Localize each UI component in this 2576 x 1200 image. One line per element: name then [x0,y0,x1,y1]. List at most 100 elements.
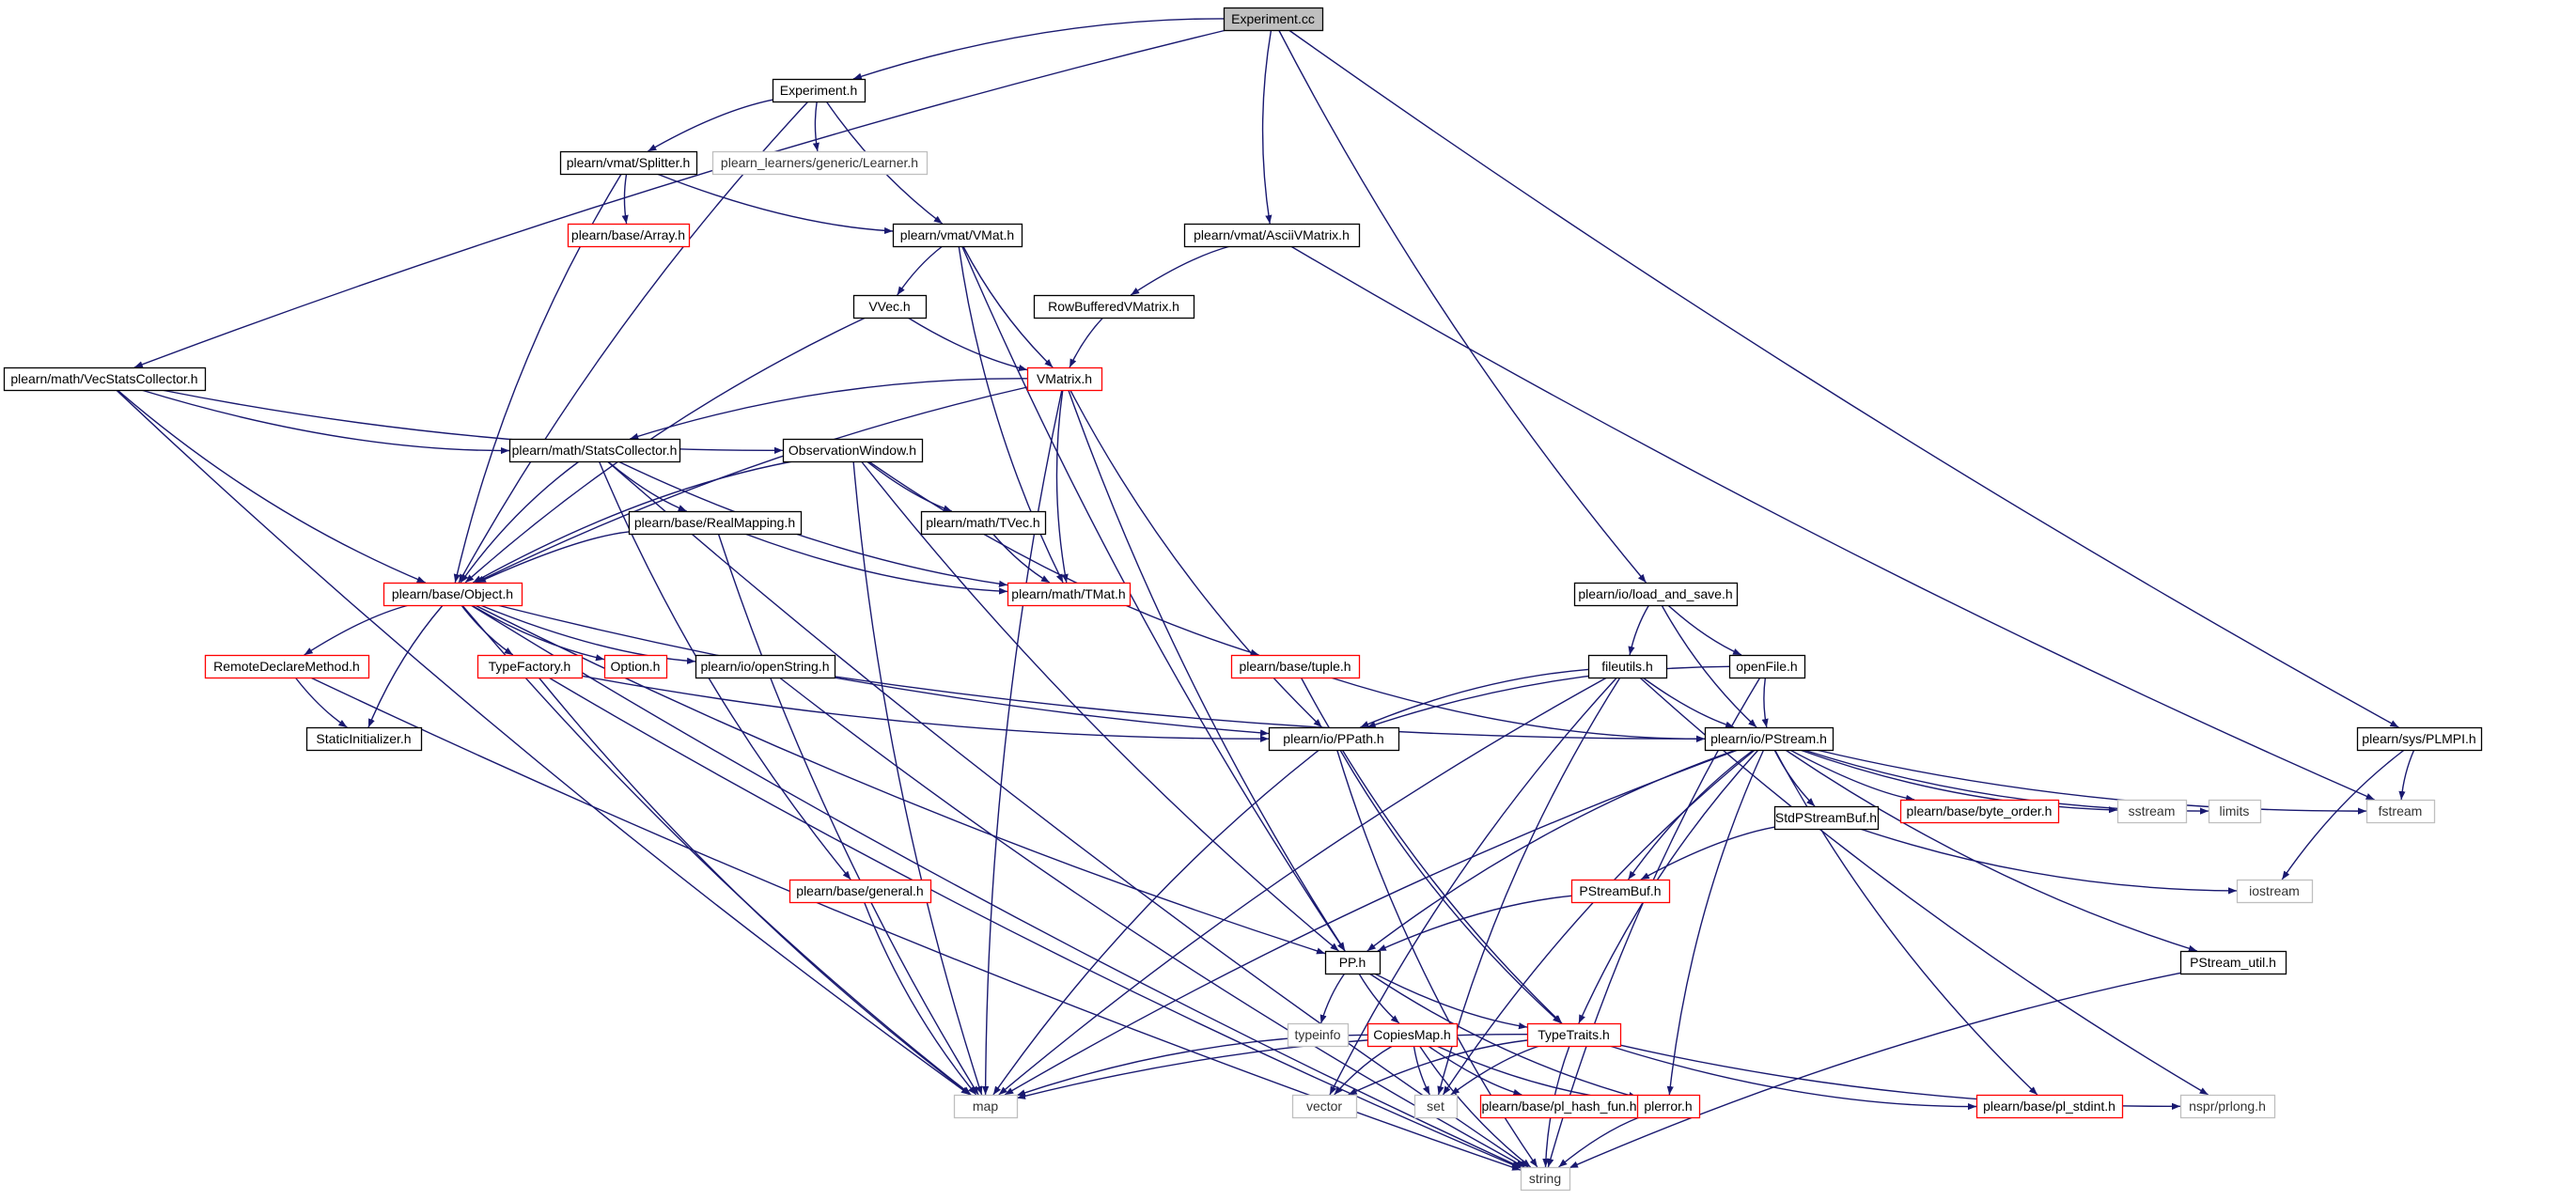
node-object-h[interactable]: plearn/base/Object.h [382,582,523,607]
node-label: string [1529,1171,1561,1186]
edge-copiesmap_h-to-plhashfun_h [1428,1045,1522,1096]
edge-splitter_h-to-vmat_h [656,173,894,235]
node-experiment-cc[interactable]: Experiment.cc [1223,7,1324,32]
edge-pstreambuf_h-to-pp_h [1377,895,1572,952]
edge-object_h-to-openstring_h [479,604,696,664]
node-plhashfun-h[interactable]: plearn/base/pl_hash_fun.h [1479,1094,1640,1119]
node-general-h[interactable]: plearn/base/general.h [788,879,932,904]
node-box [711,150,929,176]
node-box [1230,654,1361,679]
node-realmapping-h[interactable]: plearn/base/RealMapping.h [628,510,803,536]
node-label: plearn/io/PPath.h [1283,731,1383,746]
node-tmat-h[interactable]: plearn/math/TMat.h [1007,582,1132,607]
edge-pstream_h-to-pstreamutil_h [1785,749,2198,952]
node-box [603,654,668,679]
node-asciivmatrix-h[interactable]: plearn/vmat/AsciiVMatrix.h [1183,223,1361,248]
edge-pp_h-to-typeinfo [1319,973,1346,1024]
node-tuple-h[interactable]: plearn/base/tuple.h [1230,654,1361,679]
node-plmpi-h[interactable]: plearn/sys/PLMPI.h [2356,726,2483,752]
edge-experiment_cc-to-asciivmatrix_h [1261,29,1272,225]
node-label: plearn/math/TMat.h [1011,586,1125,601]
edge-pstream_h-to-fstream [1816,749,2367,815]
node-box [628,510,803,536]
node-label: plearn/vmat/Splitter.h [567,155,691,170]
node-vmat-h[interactable]: plearn/vmat/VMat.h [892,223,1023,248]
edge-pstream_h-to-plstdint_h [1773,749,2038,1096]
node-typetraits-h[interactable]: TypeTraits.h [1526,1022,1622,1048]
node-stdpstreambuf-h[interactable]: StdPStreamBuf.h [1773,805,1880,831]
node-box [1007,582,1132,607]
node-tvec-h[interactable]: plearn/math/TVec.h [920,510,1047,536]
node-label: plearn/io/PStream.h [1710,731,1827,746]
node-plstdint-h[interactable]: plearn/base/pl_stdint.h [1975,1094,2124,1119]
node-label: plearn/io/load_and_save.h [1578,586,1732,601]
node-statscollector-h[interactable]: plearn/math/StatsCollector.h [508,438,681,463]
node-typefactory-h[interactable]: TypeFactory.h [476,654,584,679]
node-pstreamutil-h[interactable]: PStream_util.h [2179,950,2287,975]
node-box [2208,799,2262,824]
edge-openfile_h-to-pstream_h [1761,677,1769,728]
node-byteorder-h[interactable]: plearn/base/byte_order.h [1899,799,2060,824]
edge-experiment_h-to-learner_h [812,101,820,152]
node-pstreambuf-h[interactable]: PStreamBuf.h [1570,879,1671,904]
edge-realmapping_h-to-map [717,533,979,1096]
node-vector: vector [1291,1094,1358,1119]
node-box [2365,799,2436,824]
node-label: plearn/base/general.h [796,883,923,898]
node-box [1026,366,1103,392]
node-box [1479,1094,1640,1119]
node-vvec-h[interactable]: VVec.h [852,294,928,319]
node-splitter-h[interactable]: plearn/vmat/Splitter.h [559,150,698,176]
edge-object_h-to-option_h [471,604,605,662]
node-ppath-h[interactable]: plearn/io/PPath.h [1268,726,1400,752]
node-box [892,223,1023,248]
node-option-h[interactable]: Option.h [603,654,668,679]
node-experiment-h[interactable]: Experiment.h [772,78,866,103]
node-copiesmap-h[interactable]: CopiesMap.h [1366,1022,1459,1048]
node-loadsave-h[interactable]: plearn/io/load_and_save.h [1573,582,1739,607]
edge-vmatrix_h-to-map [982,389,1063,1096]
node-box [1636,1094,1701,1119]
node-remotedeclare-h[interactable]: RemoteDeclareMethod.h [204,654,370,679]
node-vmatrix-h[interactable]: VMatrix.h [1026,366,1103,392]
node-obswindow-h[interactable]: ObservationWindow.h [782,438,924,463]
node-label: VMatrix.h [1037,371,1092,386]
node-pstream-h[interactable]: plearn/io/PStream.h [1704,726,1834,752]
node-box [559,150,698,176]
edge-asciivmatrix_h-to-rowbuffered_h [1130,245,1231,296]
edge-object_h-to-pp_h [475,604,1326,955]
edge-statscollector_h-to-realmapping_h [607,460,687,512]
node-limits: limits [2208,799,2262,824]
edge-plerror_h-to-string [1558,1116,1640,1168]
edge-openstring_h-to-pstream_h [834,676,1706,742]
node-label: plearn/base/RealMapping.h [634,515,795,530]
edge-ppath_h-to-map [992,749,1320,1096]
edge-obswindow_h-to-map [852,460,983,1096]
edge-pstream_h-to-plerror_h [1666,749,1765,1096]
edge-general_h-to-map [863,901,977,1096]
edge-vecstats_h-to-map [116,389,971,1096]
node-openstring-h[interactable]: plearn/io/openString.h [695,654,836,679]
node-plerror-h[interactable]: plerror.h [1636,1094,1701,1119]
node-rowbuffered-h[interactable]: RowBufferedVMatrix.h [1033,294,1195,319]
node-pp-h[interactable]: PP.h [1324,950,1382,975]
node-box [1704,726,1834,752]
node-box [1413,1094,1459,1119]
edge-rowbuffered_h-to-vmatrix_h [1069,317,1104,368]
node-map: map [953,1094,1019,1119]
node-staticinit-h[interactable]: StaticInitializer.h [305,726,423,752]
node-string: string [1520,1166,1571,1192]
edge-statscollector_h-to-string [606,460,1529,1168]
node-box [852,294,928,319]
node-vecstats-h[interactable]: plearn/math/VecStatsCollector.h [3,366,207,392]
edge-experiment_cc-to-loadsave_h [1278,29,1647,584]
node-fileutils-h[interactable]: fileutils.h [1587,654,1668,679]
edge-typefactory_h-to-string [548,677,1522,1169]
node-box [782,438,924,463]
node-box [1899,799,2060,824]
node-openfile-h[interactable]: openFile.h [1728,654,1806,679]
node-array-h[interactable]: plearn/base/Array.h [567,223,691,248]
node-label: openFile.h [1736,659,1797,674]
edge-object_h-to-remotedeclare_h [304,604,410,656]
node-box [1287,1022,1350,1048]
